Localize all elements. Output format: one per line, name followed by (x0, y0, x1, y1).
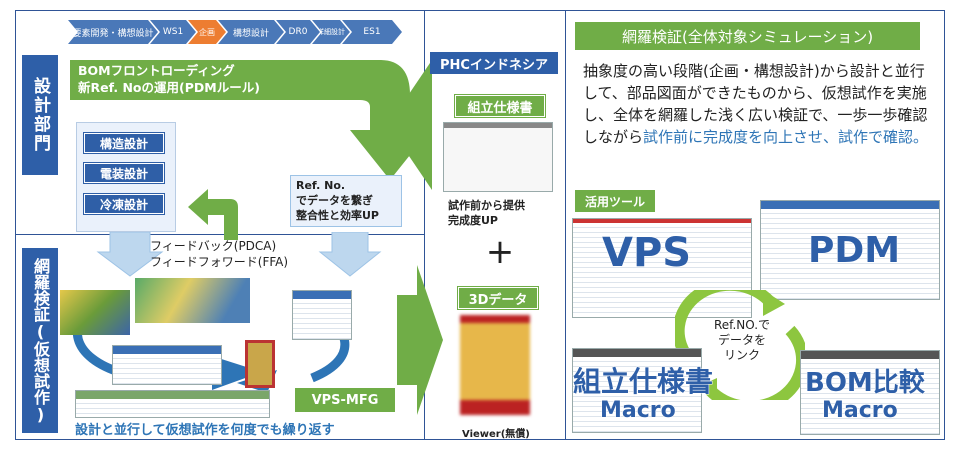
center-divider (425, 10, 565, 440)
right-panel (565, 10, 945, 440)
refrigeration-design-box: 冷凍設計 (84, 194, 164, 214)
right-pointing-arrow (397, 265, 443, 415)
assembly-macro-sub: Macro (600, 398, 677, 424)
simulation-title: 網羅検証(全体対象シミュレーション) (575, 22, 920, 50)
pdm-tool-label: PDM (808, 230, 901, 272)
description-highlight: 試作前に完成度を向上させ、試作で確認。 (643, 128, 929, 146)
description-text: 抽象度の高い段階(企画・構想設計)から設計と並行して、部品図面ができたものから、… (583, 62, 928, 146)
timeline: 要素開発・構想設計 WS1 企画 構想設計 DR0 詳細設計 ES1 (68, 20, 403, 44)
pdm-tool-screenshot (760, 200, 940, 300)
assembly-macro-screenshot (572, 348, 702, 433)
bom-frontloading-text: BOMフロントローディング 新Ref. Noの運用(PDMルール) (78, 63, 260, 95)
cabinet-3d-image-large (460, 315, 530, 415)
plus-sign: + (485, 232, 515, 272)
structural-design-box: 構造設計 (84, 133, 164, 153)
down-arrows (96, 232, 382, 277)
electrical-3d-image (135, 278, 250, 323)
vps-mfg-label: VPS-MFG (295, 388, 395, 412)
phc-indonesia-label: PHCインドネシア (430, 52, 558, 74)
link-cycle (675, 290, 805, 400)
pre-trial-text: 試作前から提供 完成度UP (448, 199, 525, 227)
electrical-design-box: 電装設計 (84, 163, 164, 183)
cabinet-3d-image (245, 340, 275, 388)
bom-macro-sub: Macro (822, 398, 899, 424)
tools-label: 活用ツール (575, 190, 655, 212)
left-pointing-arrow (388, 60, 432, 190)
assembly-spec-label: 組立仕様書 (455, 95, 545, 117)
phase-chevron: 構想設計 (218, 20, 284, 44)
left-h-divider (15, 234, 425, 235)
repeat-caption: 設計と並行して仮想試作を何度でも繰り返す (75, 423, 335, 438)
simulation-description: 抽象度の高い段階(企画・構想設計)から設計と並行して、部品図面ができたものから、… (583, 60, 933, 180)
phase-chevron: 要素開発・構想設計 (68, 20, 158, 44)
viewer-label: Viewer(無償) (462, 429, 530, 440)
link-cycle-text: Ref.NO.で データを リンク (713, 318, 771, 362)
virtual-verification-label: 網羅検証(仮想試作) (22, 248, 58, 433)
bom-macro-screenshot (800, 350, 940, 435)
vps-screenshot-left (292, 290, 352, 340)
bom-flow-arrow (70, 60, 420, 180)
refno-note-box: Ref. No. でデータを繋ぎ 整合性と効率UP (290, 175, 402, 227)
phase-chevron: ES1 (342, 20, 402, 44)
left-panel (15, 10, 425, 440)
design-dept-label: 設計部門 (22, 55, 58, 175)
assembly-spec-image (443, 122, 553, 192)
feedback-up-arrow (188, 189, 238, 240)
vps-tool-screenshot (572, 218, 752, 318)
bom-macro-title: BOM比較 (805, 368, 926, 399)
vps-screenshot-center (112, 345, 222, 385)
vps-tool-label: VPS (602, 230, 692, 277)
assembly-macro-title: 組立仕様書 (573, 365, 714, 399)
assembly-3d-image (60, 290, 130, 335)
spreadsheet-screenshot (75, 390, 270, 418)
3d-data-label: 3Dデータ (458, 287, 538, 309)
feedback-text: フィードバック(PDCA) フィードフォワード(FFA) (150, 239, 289, 269)
